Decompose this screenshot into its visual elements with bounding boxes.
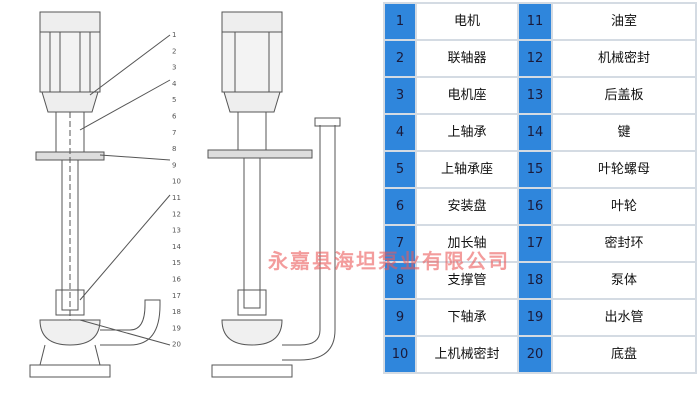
callout-number: 20 (172, 341, 181, 349)
part-name: 电机座 (415, 76, 519, 115)
callout-number: 8 (172, 145, 176, 153)
callout-number: 3 (172, 64, 176, 72)
part-number: 19 (517, 298, 553, 337)
part-name: 密封环 (551, 224, 697, 263)
pump-section-view (29, 11, 161, 378)
callout-number: 17 (172, 292, 181, 300)
part-number: 4 (383, 113, 417, 152)
part-name: 叶轮螺母 (551, 150, 697, 189)
part-name: 上轴承座 (415, 150, 519, 189)
part-number: 11 (517, 2, 553, 41)
part-number: 5 (383, 150, 417, 189)
callout-lines (79, 34, 171, 346)
part-name: 支撑管 (415, 261, 519, 300)
callout-number: 11 (172, 194, 181, 202)
part-number: 1 (383, 2, 417, 41)
callout-number: 7 (172, 129, 176, 137)
part-number: 15 (517, 150, 553, 189)
callout-number: 15 (172, 259, 181, 267)
callout-number: 14 (172, 243, 181, 251)
pump-external-view (207, 11, 341, 378)
callout-number: 2 (172, 47, 176, 55)
callout-number: 10 (172, 178, 181, 186)
part-number: 18 (517, 261, 553, 300)
callout-number: 19 (172, 324, 181, 332)
part-name: 油室 (551, 2, 697, 41)
part-number: 2 (383, 39, 417, 78)
part-name: 叶轮 (551, 187, 697, 226)
callout-number: 13 (172, 227, 181, 235)
company-watermark: 永嘉县海坦泵业有限公司 (268, 249, 510, 273)
callout-number: 4 (172, 80, 177, 88)
part-name: 出水管 (551, 298, 697, 337)
part-name: 底盘 (551, 335, 697, 374)
callout-number: 5 (172, 96, 176, 104)
part-name: 上轴承 (415, 113, 519, 152)
part-number: 10 (383, 335, 417, 374)
part-name: 电机 (415, 2, 519, 41)
part-number: 17 (517, 224, 553, 263)
part-number: 6 (383, 187, 417, 226)
part-number: 12 (517, 39, 553, 78)
part-number: 13 (517, 76, 553, 115)
part-number: 3 (383, 76, 417, 115)
callout-number: 1 (172, 31, 176, 39)
part-name: 下轴承 (415, 298, 519, 337)
part-name: 后盖板 (551, 76, 697, 115)
part-number: 20 (517, 335, 553, 374)
part-name: 机械密封 (551, 39, 697, 78)
part-number: 16 (517, 187, 553, 226)
part-name: 加长轴 (415, 224, 519, 263)
part-number: 9 (383, 298, 417, 337)
part-number: 7 (383, 224, 417, 263)
part-name: 上机械密封 (415, 335, 519, 374)
part-name: 安装盘 (415, 187, 519, 226)
callout-number: 9 (172, 161, 176, 169)
part-name: 键 (551, 113, 697, 152)
callout-number: 18 (172, 308, 181, 316)
callout-number: 16 (172, 276, 181, 284)
part-name: 泵体 (551, 261, 697, 300)
part-name: 联轴器 (415, 39, 519, 78)
part-number: 14 (517, 113, 553, 152)
callout-number: 12 (172, 210, 181, 218)
callout-number: 6 (172, 113, 177, 121)
part-number: 8 (383, 261, 417, 300)
